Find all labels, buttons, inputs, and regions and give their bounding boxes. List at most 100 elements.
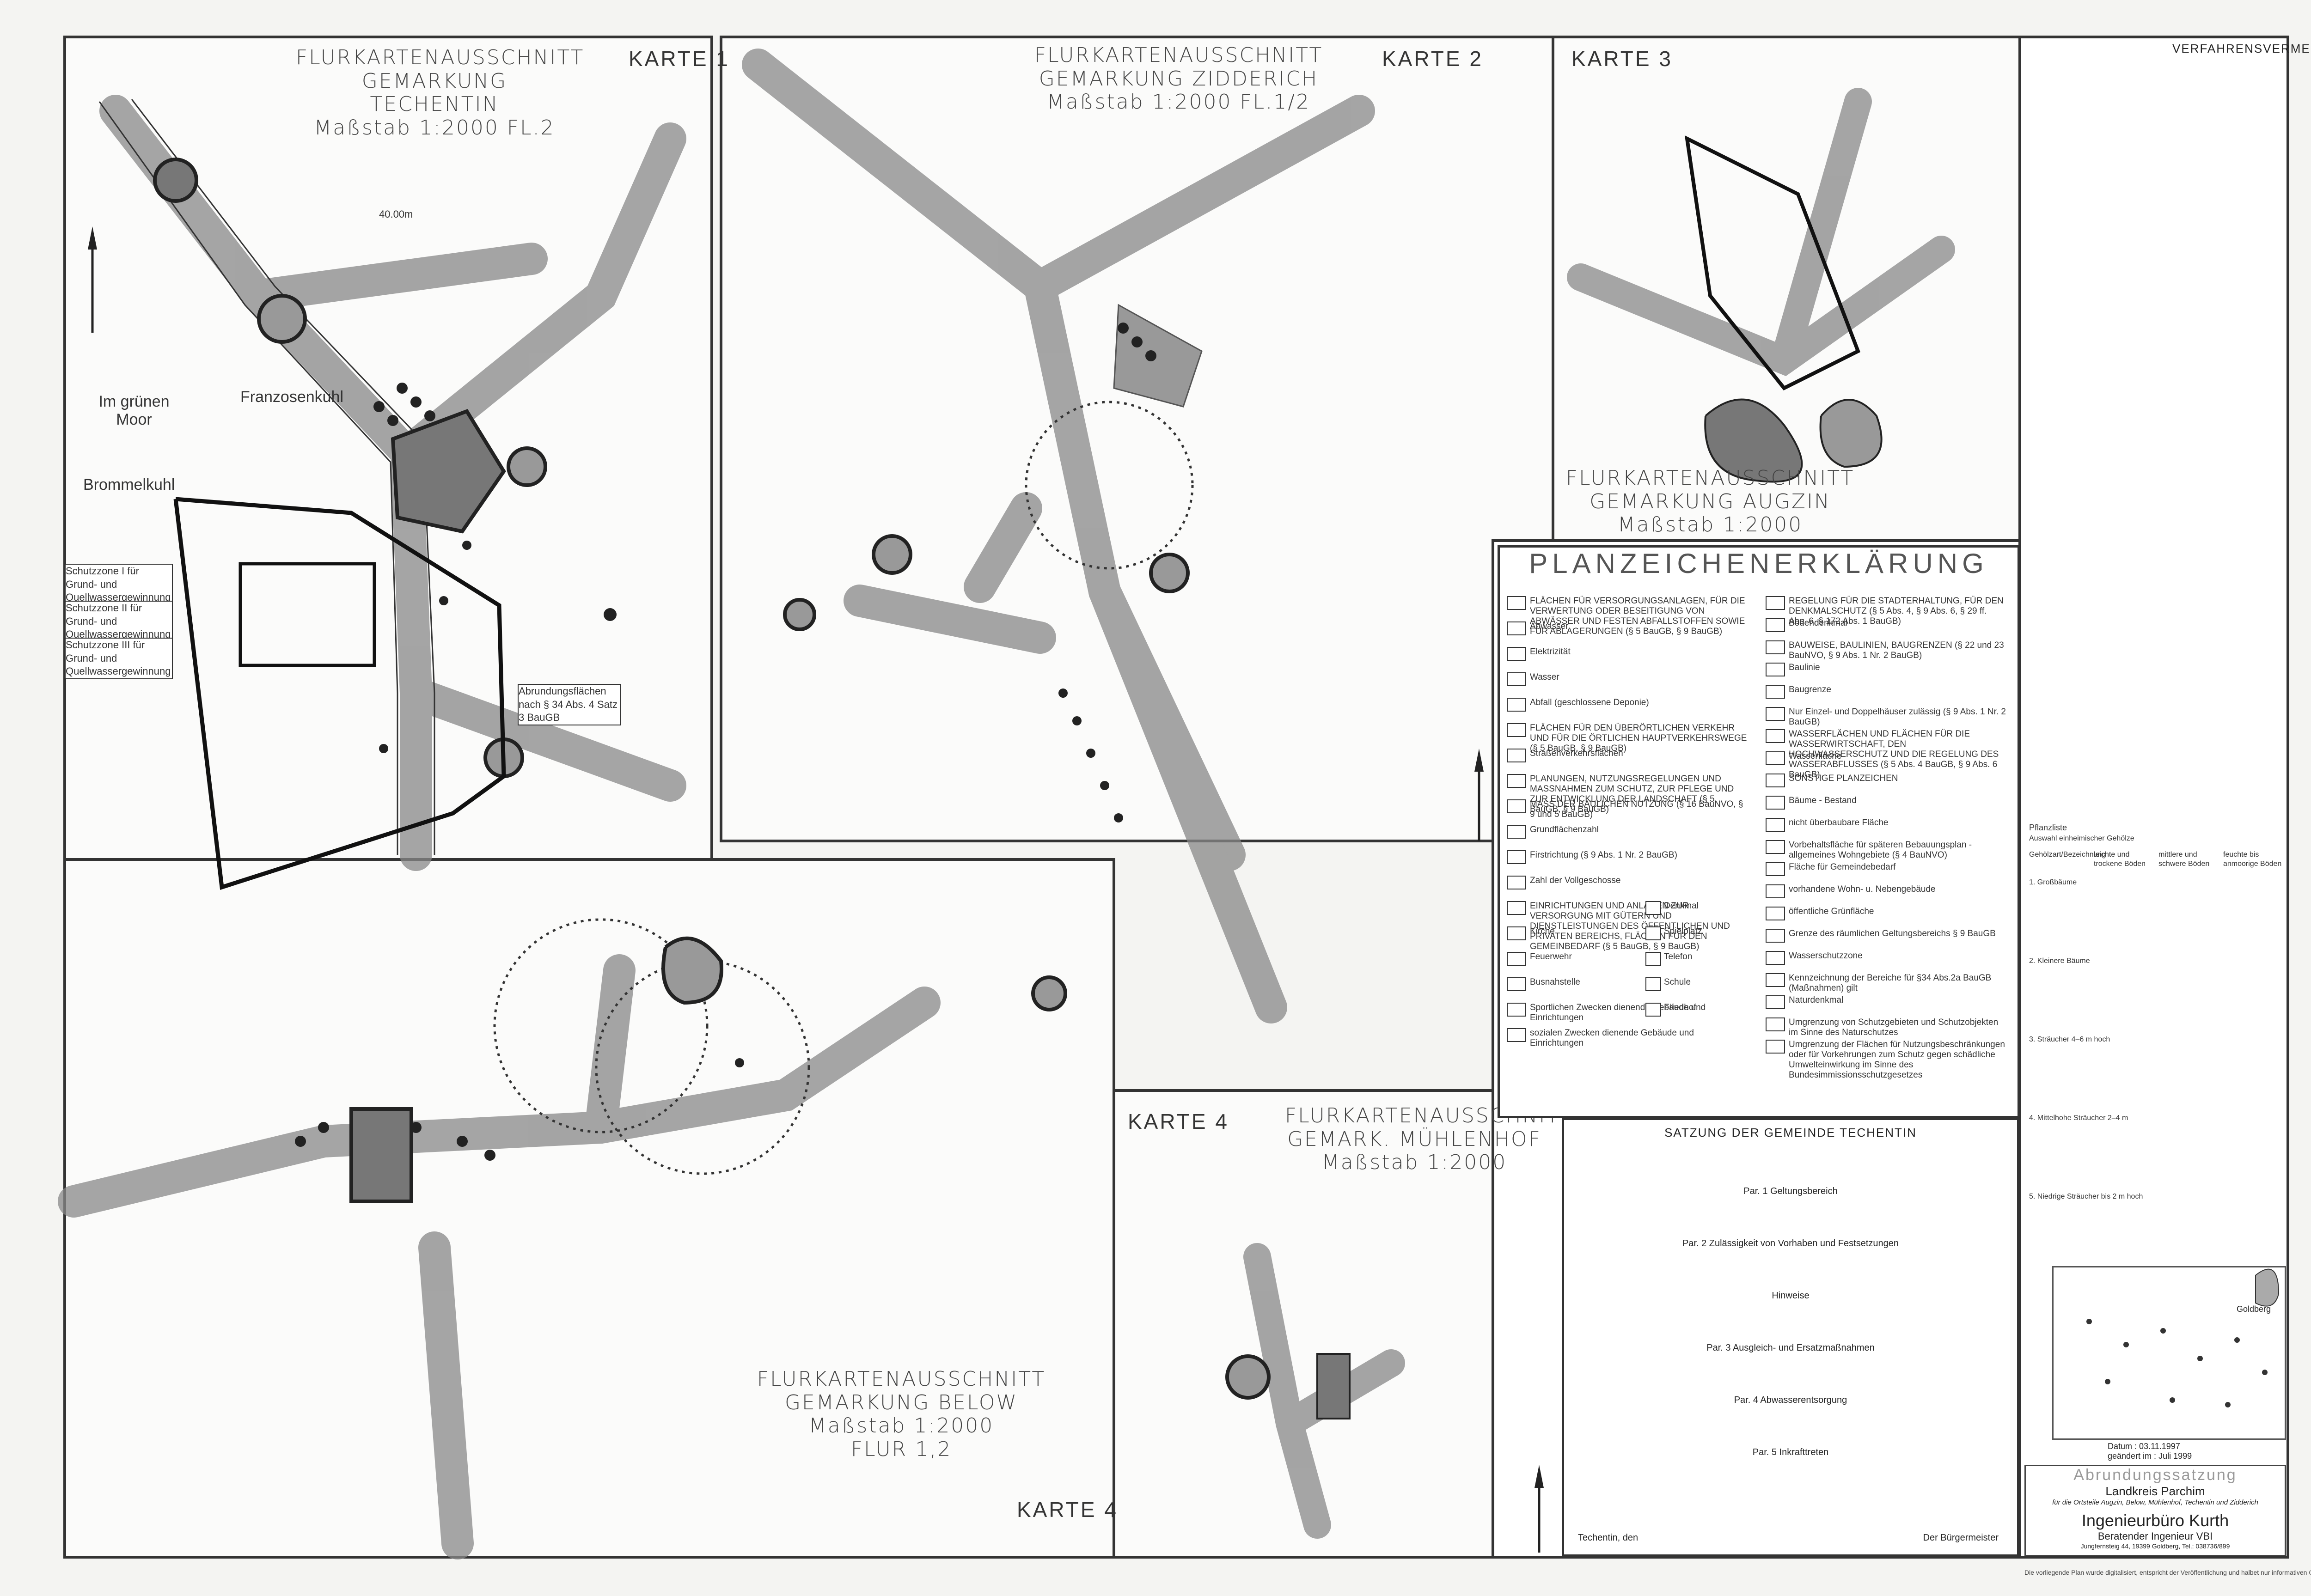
karte-label: KARTE 4 [1128,1109,1229,1133]
title-line: FLURKARTENAUSSCHNITT [296,46,585,69]
legend-item: Abwasser [1530,621,1569,631]
karte-label: KARTE 4 [1017,1498,1118,1522]
pflanzliste-col: mittlere und schwere Böden [2158,851,2210,868]
legend-item: Busnahstelle [1530,977,1580,987]
place-label-brommelkuhl: Brommelkuhl [83,476,175,493]
legend-symbol [1507,596,1526,610]
legend-item: Kirche [1530,926,1555,936]
legend-symbol [1507,825,1526,839]
title-line: GEMARKUNG AUGZIN [1590,489,1831,513]
footer-note: Die vorliegende Plan wurde digitalisiert… [2024,1569,2311,1576]
pflanzliste-group: 2. Kleinere Bäume [2029,957,2090,965]
legend-item: Wasserschutzzone [1789,951,1863,961]
legend-symbol [1507,977,1526,991]
datum-row: Datum : 03.11.1997 geändert im : Juli 19… [2108,1442,2192,1461]
legend-symbol [1645,1003,1661,1017]
title-line: GEMARKUNG TECHENTIN [361,69,507,116]
legend-symbol [1766,862,1785,876]
geaendert-value: Juli 1999 [2158,1451,2192,1461]
legend-symbol [1507,723,1526,737]
legend-item: Vorbehaltsfläche für späteren Bebauungsp… [1789,840,1972,860]
legend-item: Wasser [1530,672,1559,682]
legend-symbol [1766,774,1785,787]
legend-symbol [1766,596,1785,610]
legend-symbol [1507,952,1526,966]
legend-item: öffentliche Grünfläche [1789,907,1874,916]
legend-panel: PLANZEICHENERKLÄRUNG [1498,545,2020,1118]
tb-district: Landkreis Parchim [2105,1484,2205,1498]
title-line: Maßstab 1:2000 [1321,1151,1507,1175]
title-line: GEMARKUNG ZIDDERICH [1039,67,1319,91]
title-line: Maßstab 1:2000 FL.2 [314,116,555,140]
pflanzliste-subtitle: Auswahl einheimischer Gehölze [2029,835,2134,842]
legend-symbol [1766,1017,1785,1031]
pflanzliste-col: feuchte bis anmoorige Böden [2223,851,2282,868]
legend-symbol [1507,672,1526,686]
legend-item: Bäume - Bestand [1789,796,1857,805]
legend-symbol [1766,973,1785,987]
geaendert-label: geändert im : [2108,1451,2157,1461]
legend-item: BAUWEISE, BAULINIEN, BAUGRENZEN (§ 22 un… [1789,640,2004,660]
legend-item: Friedhof [1664,1003,1696,1012]
title-line: FLUR 1,2 [850,1437,952,1461]
distance-label: 40.00m [379,208,413,220]
office-sub: Beratender Ingenieur VBI [2097,1530,2213,1542]
place-label-franzosenkuhl: Franzosenkuhl [240,388,344,406]
legend-symbol [1507,647,1526,661]
pflanzliste-group: 3. Sträucher 4–6 m hoch [2029,1036,2110,1043]
legend-item: Grundflächenzahl [1530,825,1599,835]
karte-label: KARTE 2 [1382,47,1483,71]
legend-symbol [1507,850,1526,864]
legend-symbol [1766,840,1785,854]
legend-symbol [1507,876,1526,889]
karte-label: KARTE 1 [629,47,730,71]
datum-value: 03.11.1997 [2139,1442,2180,1451]
title-line: Maßstab 1:2000 FL.1/2 [1046,90,1311,114]
legend-item: Telefon [1664,952,1693,962]
satzung-sign: Der Bürgermeister [1923,1533,1999,1543]
legend-symbol [1645,952,1661,966]
legend-item: PLANUNGEN, NUTZUNGSREGELUNGEN UND MASSNA… [1530,774,1734,814]
map-title-below: FLURKARTENAUSSCHNITT GEMARKUNG BELOW Maß… [740,1367,1063,1461]
pflanzliste-group: 5. Niedrige Sträucher bis 2 m hoch [2029,1193,2143,1200]
place-label-moor: Im grünen Moor [98,393,170,428]
legend-symbol [1507,926,1526,940]
legend-item: Wasserfläche [1789,751,1842,761]
legend-item: Umgrenzung der Flächen für Nutzungsbesch… [1789,1040,2005,1080]
satzung-panel: SATZUNG DER GEMEINDE TECHENTIN Par. 1 Ge… [1562,1118,2019,1556]
pflanzliste-group: 1. Großbäume [2029,878,2077,886]
legend-item: FLÄCHEN FÜR DEN ÜBERÖRTLICHEN VERKEHR UN… [1530,723,1747,753]
legend-item: Baulinie [1789,663,1820,672]
map-title-zidderich: FLURKARTENAUSSCHNITT GEMARKUNG ZIDDERICH… [1017,43,1340,114]
legend-item: Fläche für Gemeindebedarf [1789,862,1896,872]
legend-item: Naturdenkmal [1789,995,1844,1005]
legend-item: SONSTIGE PLANZEICHEN [1789,774,1898,783]
legend-symbol [1507,1003,1526,1017]
legend-item: MASS DER BAULICHEN NUTZUNG (§ 16 BauNVO,… [1530,799,1743,819]
legend-symbol [1766,884,1785,898]
satzung-footer: Techentin, den [1578,1533,1638,1543]
legend-symbol [1645,977,1661,991]
legend-item: Zahl der Vollgeschosse [1530,876,1621,885]
inset-label: Goldberg [2236,1304,2271,1314]
legend-item: Firstrichtung (§ 9 Abs. 1 Nr. 2 BauGB) [1530,850,1677,860]
schutzzone-note-3: Schutzzone III für Grund- und Quellwasse… [65,638,173,679]
legend-symbol [1766,663,1785,676]
legend-symbol [1766,951,1785,965]
title-line: FLURKARTENAUSSCHNITT [1034,43,1323,67]
verfahren-title: VERFAHRENSVERMERKE [2172,42,2311,55]
legend-item: REGELUNG FÜR DIE STADTERHALTUNG, FÜR DEN… [1789,596,2004,626]
legend-symbol [1507,901,1526,915]
legend-symbol [1507,1028,1526,1042]
pflanzliste-col: Gehölzart/Bezeichnung [2029,851,2106,859]
legend-symbol [1645,926,1661,940]
legend-symbol [1766,729,1785,743]
pflanzliste-title: Pflanzliste [2029,823,2067,832]
title-line: Maßstab 1:2000 [808,1414,994,1438]
legend-item: Elektrizität [1530,647,1571,657]
legend-item: Abfall (geschlossene Deponie) [1530,698,1649,707]
tb-desc: für die Ortsteile Augzin, Below, Mühlenh… [2052,1499,2258,1506]
legend-item: Nur Einzel- und Doppelhäuser zulässig (§… [1789,707,2006,727]
map-title-techentin: FLURKARTENAUSSCHNITT GEMARKUNG TECHENTIN… [296,46,585,140]
